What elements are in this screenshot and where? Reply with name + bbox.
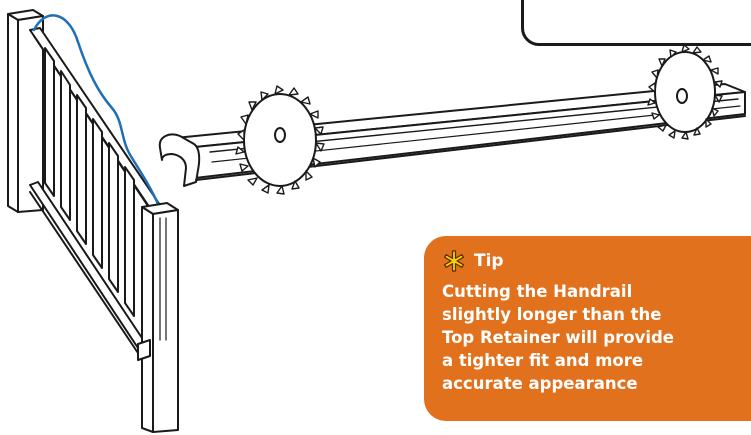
tip-header: Tip: [442, 248, 751, 274]
callout-box-top: [521, 0, 751, 46]
left-saw-blade: [235, 85, 325, 195]
right-post: [137, 202, 179, 433]
tip-text: Cutting the Handrail slightly longer tha…: [442, 282, 674, 393]
balusters: [44, 47, 135, 317]
tip-title: Tip: [474, 251, 504, 271]
left-post: [7, 9, 44, 213]
tip-callout: Tip Cutting the Handrail slightly longer…: [424, 236, 751, 421]
right-saw-blade: [647, 44, 723, 140]
asterisk-star-icon: [444, 250, 464, 272]
rail-section: [29, 14, 161, 357]
handrail-outline: [32, 14, 160, 206]
